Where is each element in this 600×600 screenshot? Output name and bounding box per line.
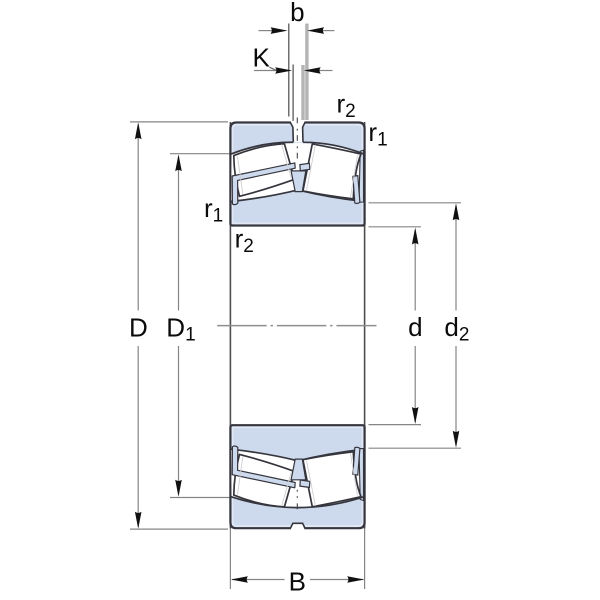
svg-text:D: D <box>129 312 148 342</box>
svg-text:K: K <box>253 43 271 73</box>
svg-text:b: b <box>290 0 304 27</box>
svg-text:d: d <box>408 312 422 342</box>
svg-text:B: B <box>289 567 306 597</box>
